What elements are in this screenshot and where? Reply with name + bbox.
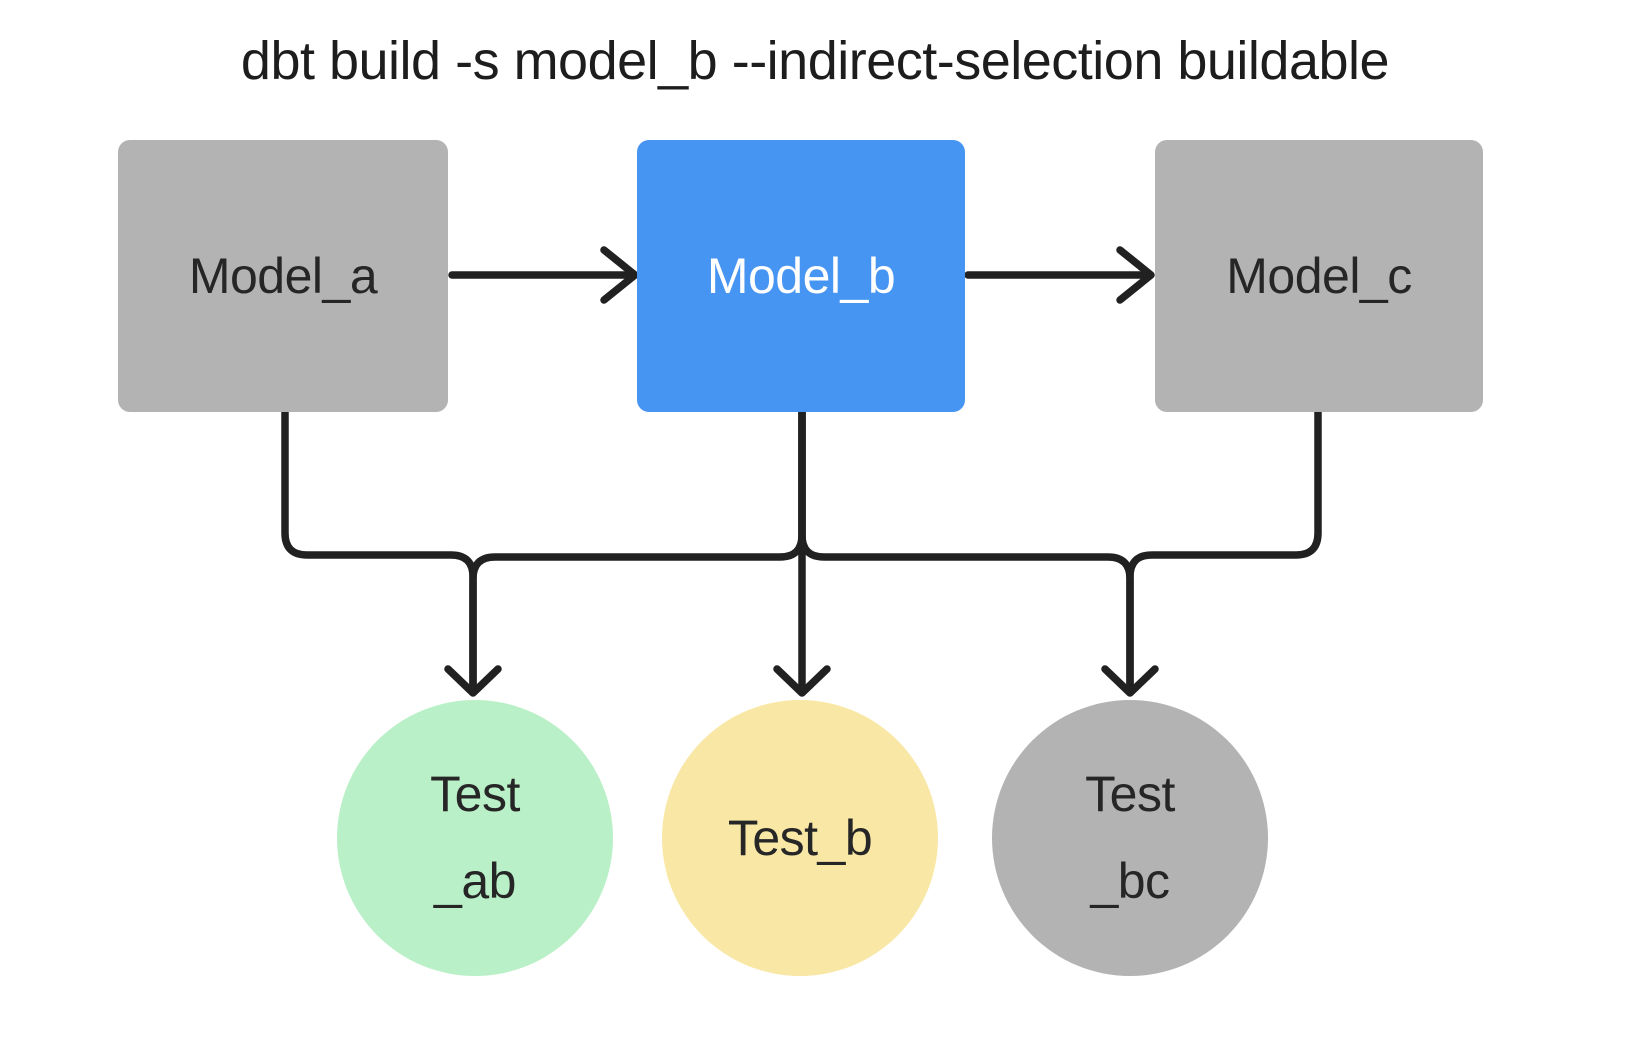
arrowhead-test-ab-icon bbox=[444, 665, 502, 697]
arrowhead-test-b-icon bbox=[773, 665, 831, 697]
node-model-b-label: Model_b bbox=[706, 248, 896, 304]
edge-model-a-test-ab bbox=[281, 406, 477, 688]
edge-model-b-test-bc bbox=[798, 406, 1134, 688]
node-model-b: Model_b bbox=[637, 140, 965, 412]
node-test-b-label: Test_b bbox=[727, 809, 873, 866]
arrowhead-model-c-icon bbox=[1116, 246, 1155, 304]
node-test-ab-label-line2: _ab bbox=[434, 853, 516, 909]
node-test-ab: Test _ab bbox=[337, 700, 613, 976]
node-model-c: Model_c bbox=[1155, 140, 1483, 412]
node-model-c-label: Model_c bbox=[1226, 248, 1412, 304]
node-test-bc: Test _bc bbox=[992, 700, 1268, 976]
node-test-ab-label-line1: Test bbox=[430, 766, 520, 822]
edge-model-c-test-bc bbox=[1126, 406, 1322, 688]
node-test-bc-label-line1: Test bbox=[1085, 766, 1175, 822]
node-model-a: Model_a bbox=[118, 140, 448, 412]
arrowhead-test-bc-icon bbox=[1101, 665, 1159, 697]
node-test-b: Test_b bbox=[662, 700, 938, 976]
node-test-bc-label-line2: _bc bbox=[1090, 853, 1170, 909]
edge-model-b-test-ab bbox=[469, 406, 806, 688]
edge-group bbox=[281, 246, 1322, 697]
node-model-a-label: Model_a bbox=[188, 248, 378, 304]
diagram-title: dbt build -s model_b --indirect-selectio… bbox=[240, 31, 1390, 91]
arrowhead-model-b-icon bbox=[600, 246, 639, 304]
